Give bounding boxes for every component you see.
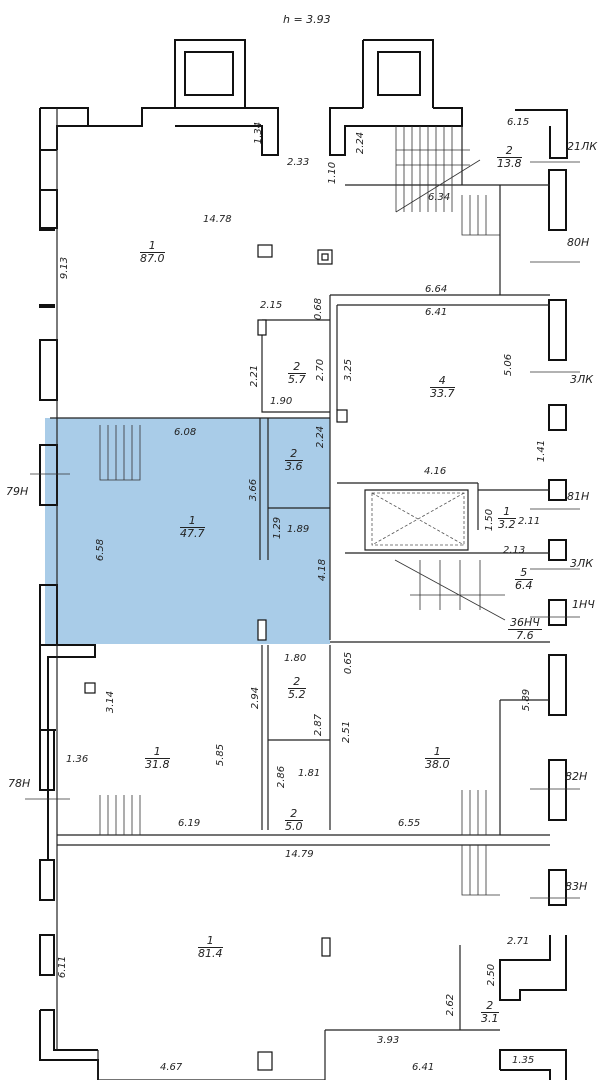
dimension-label: 3.25: [343, 358, 355, 382]
dimension-label: 2.87: [313, 713, 325, 737]
dimension-label: 1.89: [287, 524, 310, 535]
axis-label: 81Н: [567, 490, 590, 503]
dimension-label: 1.36: [66, 754, 89, 765]
dimension-label: 4.67: [160, 1062, 183, 1073]
axis-label: 83Н: [565, 880, 588, 893]
dimension-label: 1.50: [484, 508, 496, 532]
dimension-label: 1.80: [284, 653, 307, 664]
dimension-label: 1.81: [298, 768, 321, 779]
dimension-label: 2.70: [315, 358, 327, 382]
dimension-label: 14.79: [285, 849, 314, 860]
ceiling-height-label: h = 3.93: [283, 13, 331, 26]
dimension-label: 6.55: [398, 818, 421, 829]
dimension-label: 2.51: [341, 720, 353, 744]
dimension-label: 6.34: [428, 192, 451, 203]
dimension-label: 5.06: [503, 353, 515, 377]
dimension-label: 1.29: [272, 516, 284, 540]
dimension-label: 6.15: [507, 117, 530, 128]
dimension-label: 4.16: [424, 466, 447, 477]
dimension-label: 14.78: [203, 214, 232, 225]
dimension-label: 2.15: [260, 300, 283, 311]
dimension-label: 6.64: [425, 284, 448, 295]
axis-label: 80Н: [567, 236, 590, 249]
dimension-label: 4.18: [317, 558, 329, 582]
dimension-label: 5.85: [215, 743, 227, 767]
dimension-label: 2.94: [250, 686, 262, 710]
dimension-label: 1.35: [512, 1055, 535, 1066]
axis-label: 1НЧ: [572, 598, 595, 611]
dimension-label: 3.14: [105, 690, 117, 714]
dimension-label: 6.41: [412, 1062, 435, 1073]
dimension-label: 2.86: [276, 765, 288, 789]
dimension-label: 2.21: [249, 364, 261, 388]
axis-label: 79Н: [6, 485, 29, 498]
dimension-label: 9.13: [59, 256, 71, 280]
dimension-label: 0.68: [313, 297, 325, 321]
axis-label: 3ЛК: [570, 373, 594, 386]
dimension-label: 2.13: [503, 545, 526, 556]
dimension-label: 6.58: [95, 538, 107, 562]
dimension-label: 1.34: [253, 121, 265, 145]
axis-label: 82Н: [565, 770, 588, 783]
dimension-label: 2.50: [486, 963, 498, 987]
axis-label: 21ЛК: [567, 140, 598, 153]
axis-label: 78Н: [8, 777, 31, 790]
dimension-label: 6.08: [174, 427, 197, 438]
dimension-label: 1.41: [536, 439, 548, 463]
dimension-label: 1.90: [270, 396, 293, 407]
dimension-label: 2.71: [507, 936, 530, 947]
dimension-label: 0.65: [343, 651, 355, 675]
dimension-label: 2.24: [315, 425, 327, 449]
dimension-label: 2.33: [287, 157, 310, 168]
highlighted-unit[interactable]: [45, 418, 330, 644]
dimension-label: 2.24: [355, 131, 367, 155]
dimension-label: 3.66: [248, 478, 260, 502]
dimension-label: 5.89: [521, 688, 533, 712]
dimension-label: 3.93: [377, 1035, 400, 1046]
dimension-label: 6.19: [178, 818, 201, 829]
dimension-label: 2.62: [445, 993, 457, 1017]
dimension-label: 1.10: [327, 161, 339, 185]
dimension-label: 2.11: [518, 516, 541, 527]
axis-label: 3ЛК: [570, 557, 594, 570]
dimension-label: 6.11: [57, 955, 69, 979]
dimension-label: 6.41: [425, 307, 448, 318]
